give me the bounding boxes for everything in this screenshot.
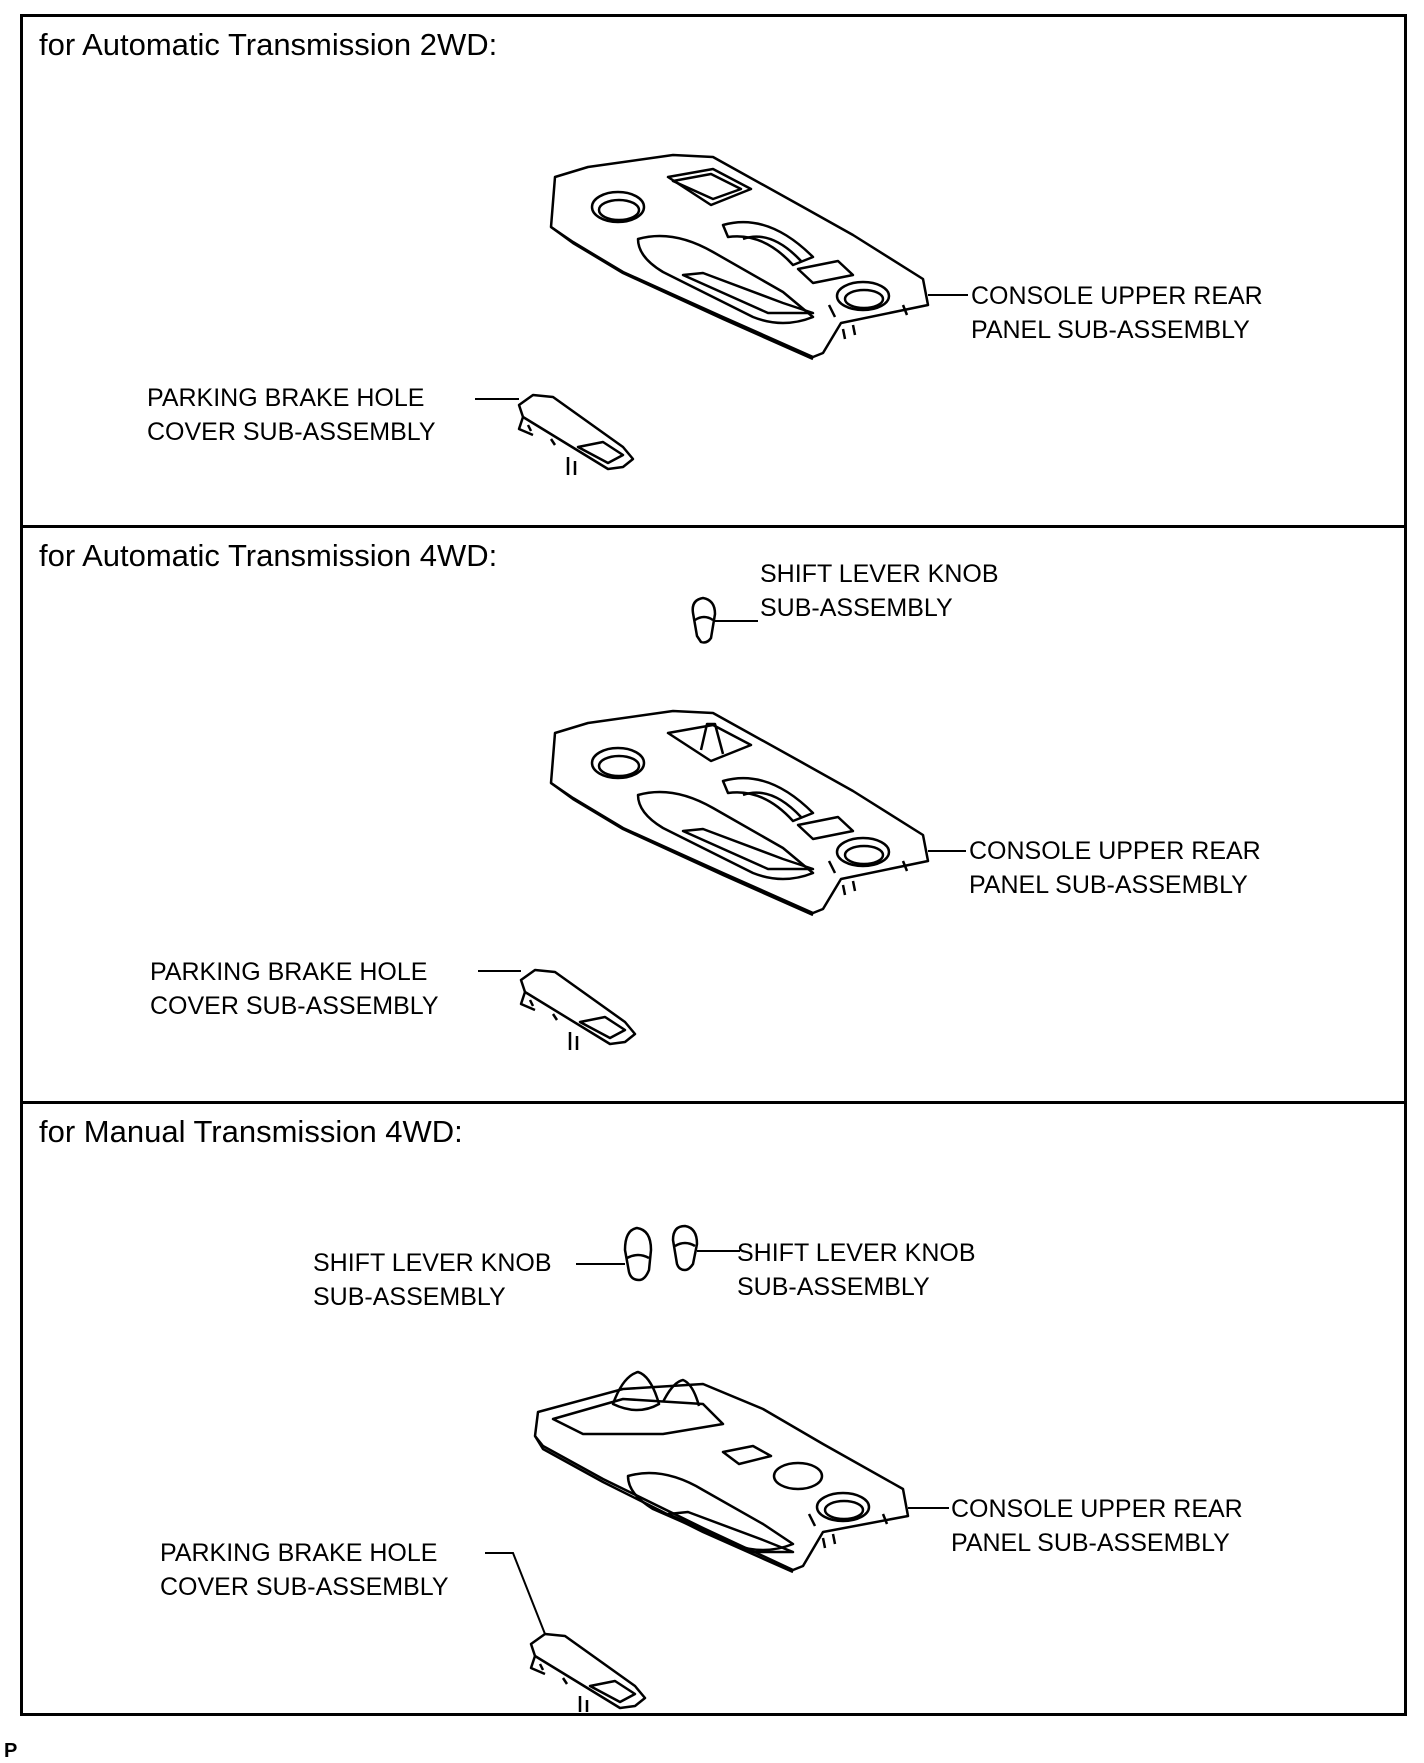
diagram-frame: for Automatic Transmission 2WD: — [20, 14, 1407, 1716]
console-upper-rear-panel-label: CONSOLE UPPER REAR PANEL SUB-ASSEMBLY — [971, 282, 1263, 344]
console-upper-rear-panel-drawing — [549, 709, 930, 917]
shift-lever-knob-left-label: SHIFT LEVER KNOB SUB-ASSEMBLY — [313, 1249, 552, 1311]
shift-lever-knob-right-drawing — [671, 1224, 699, 1272]
shift-lever-knob-drawing — [691, 596, 717, 644]
footer-mark: P — [4, 1740, 18, 1762]
parking-brake-hole-cover-drawing — [519, 968, 637, 1050]
section-at-4wd: for Automatic Transmission 4WD: — [23, 528, 1404, 1104]
shift-lever-knob-right-label: SHIFT LEVER KNOB SUB-ASSEMBLY — [737, 1239, 976, 1301]
section-illustration — [475, 153, 968, 475]
section-illustration — [485, 1224, 949, 1712]
parking-brake-hole-cover-drawing — [529, 1632, 647, 1712]
shift-lever-knob-label: SHIFT LEVER KNOB SUB-ASSEMBLY — [760, 560, 999, 622]
shift-lever-knob-left-drawing — [623, 1226, 653, 1282]
console-upper-rear-panel-label: CONSOLE UPPER REAR PANEL SUB-ASSEMBLY — [951, 1495, 1243, 1557]
section-illustration — [478, 596, 966, 1050]
section-at-2wd: for Automatic Transmission 2WD: — [23, 17, 1404, 528]
section-heading: for Manual Transmission 4WD: — [39, 1114, 463, 1149]
console-upper-rear-panel-drawing — [533, 1370, 910, 1574]
parking-brake-hole-cover-drawing — [517, 393, 635, 475]
section-heading: for Automatic Transmission 2WD: — [39, 27, 498, 62]
parking-brake-hole-cover-label: PARKING BRAKE HOLE COVER SUB-ASSEMBLY — [150, 958, 439, 1020]
parking-brake-hole-cover-label: PARKING BRAKE HOLE COVER SUB-ASSEMBLY — [160, 1539, 449, 1601]
console-upper-rear-panel-label: CONSOLE UPPER REAR PANEL SUB-ASSEMBLY — [969, 837, 1261, 899]
section-mt-4wd: for Manual Transmission 4WD: — [23, 1104, 1404, 1713]
brake-leader-line — [485, 1552, 546, 1635]
console-upper-rear-panel-drawing — [549, 153, 930, 361]
section-heading: for Automatic Transmission 4WD: — [39, 538, 498, 573]
parking-brake-hole-cover-label: PARKING BRAKE HOLE COVER SUB-ASSEMBLY — [147, 384, 436, 446]
